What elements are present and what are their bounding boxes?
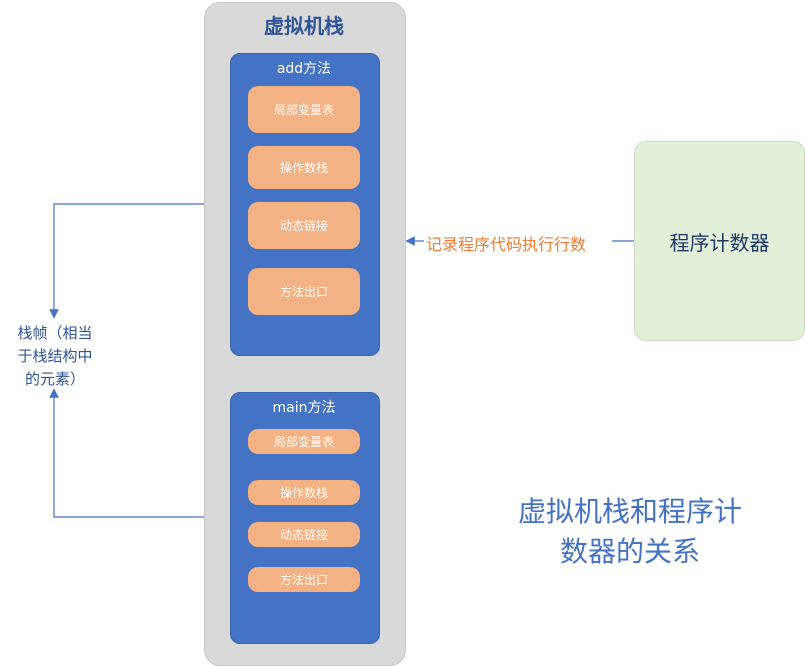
diagram-caption: 虚拟机栈和程序计 数器的关系 (480, 492, 780, 572)
stack-frame-note-line: 栈帧（相当 (17, 324, 93, 342)
program-counter-arrow-label: 记录程序代码执行行数 (426, 235, 587, 254)
diagram-caption-line: 数器的关系 (559, 535, 700, 568)
frame-main-dynamic-link: 动态链接 (248, 522, 360, 547)
stack-frame-note-line: 的元素） (24, 370, 85, 388)
program-counter-label: 程序计数器 (669, 230, 770, 255)
program-counter-box: 程序计数器 (634, 141, 805, 341)
frame-add-title: add方法 (276, 61, 332, 77)
frame-add-dynamic-link: 动态链接 (248, 202, 360, 249)
frame-main-local-vars: 局部变量表 (248, 429, 360, 454)
frame-add-return-address: 方法出口 (248, 268, 360, 315)
frame-main-title: main方法 (272, 400, 336, 416)
add-frame-connector (49, 203, 230, 319)
main-frame-connector (49, 388, 230, 518)
frame-main-operand-stack: 操作数栈 (248, 480, 360, 505)
frame-main-return-address: 方法出口 (248, 567, 360, 592)
frame-add-operand-stack: 操作数栈 (248, 146, 360, 189)
diagram-caption-line: 虚拟机栈和程序计 (517, 495, 742, 528)
stack-frame-note: 栈帧（相当 于栈结构中 的元素） (0, 322, 110, 391)
frame-add-local-vars: 局部变量表 (248, 86, 360, 133)
stack-frame-note-line: 于栈结构中 (17, 347, 93, 365)
vm-stack-title: 虚拟机栈 (264, 14, 344, 38)
